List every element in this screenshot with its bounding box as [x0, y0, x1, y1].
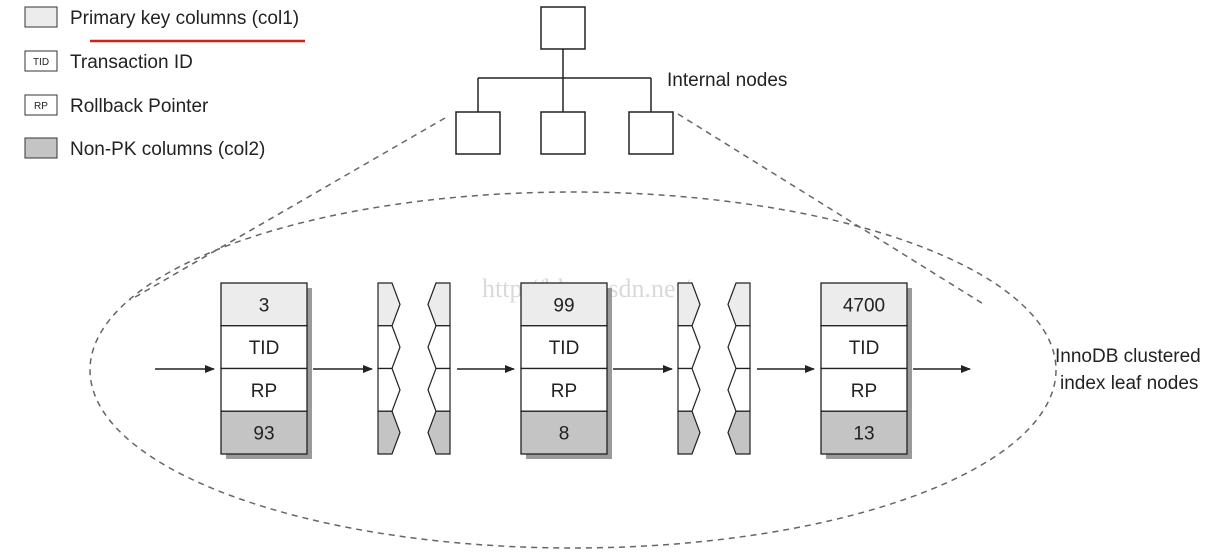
leaf-nodes-label-line2: index leaf nodes: [1060, 373, 1198, 394]
legend-rp-abbr: RP: [34, 101, 48, 112]
page-fragment-cell: [677, 325, 701, 370]
leaf-cell-tid: [820, 325, 908, 370]
page-fragment-cell: [727, 367, 751, 412]
leaf-cell-tid: [220, 325, 308, 370]
leaf-cell-col2: [820, 410, 908, 455]
legend-pk-label: Primary key columns (col1): [70, 8, 299, 29]
page-fragment-cell: [727, 282, 751, 327]
zoom-outline: [89, 113, 1057, 549]
zoom-line-left: [129, 117, 446, 301]
page-fragment-cell: [377, 282, 401, 327]
page-fragment-cell: [427, 367, 451, 412]
internal-nodes-label: Internal nodes: [667, 70, 787, 91]
leaf-cell-col2: [220, 410, 308, 455]
legend-tid-label: Transaction ID: [70, 52, 193, 73]
internal-node: [540, 111, 586, 155]
leaf-cell-rp: [520, 367, 608, 412]
leaf-cell-tid-text: TID: [549, 338, 580, 359]
page-fragment-cell: [377, 325, 401, 370]
leaf-level-ellipse: [89, 191, 1057, 549]
leaf-cell-rp-text: RP: [851, 381, 877, 402]
page-fragment-cell: [377, 410, 401, 455]
page-fragment-cell: [727, 325, 751, 370]
leaf-cell-rp: [820, 367, 908, 412]
legend-rp-swatch: [24, 94, 58, 116]
page-fragment-cell: [427, 410, 451, 455]
root-node: [540, 6, 586, 50]
legend-rp-label: Rollback Pointer: [70, 96, 209, 117]
page-fragment: [427, 282, 451, 455]
leaf-cell-col2-text: 8: [559, 424, 570, 445]
leaf-cell-col2: [520, 410, 608, 455]
leaf-cell-col2-text: 93: [253, 424, 274, 445]
page-fragment-cell: [677, 282, 701, 327]
leaf-cell-rp-text: RP: [551, 381, 577, 402]
leaf-cell-rp-text: RP: [251, 381, 277, 402]
page-fragment-cell: [677, 367, 701, 412]
leaf-cell-pk-text: 4700: [843, 295, 885, 316]
leaf-cell-tid: [520, 325, 608, 370]
legend: Primary key columns (col1) TID Transacti…: [24, 6, 305, 160]
legend-nonpk-label: Non-PK columns (col2): [70, 139, 265, 160]
page-fragment-cell: [377, 367, 401, 412]
leaf-nodes-label-line1: InnoDB clustered: [1055, 346, 1201, 367]
legend-nonpk-swatch: [24, 137, 58, 159]
internal-node: [628, 111, 674, 155]
leaf-cell-tid-text: TID: [849, 338, 880, 359]
leaf-cell-pk: [820, 282, 908, 327]
legend-tid-swatch: [24, 50, 58, 72]
page-fragment-cell: [677, 410, 701, 455]
internal-node: [455, 111, 501, 155]
page-fragment-cell: [727, 410, 751, 455]
internal-nodes-tree: [455, 6, 674, 155]
leaf-cell-pk-text: 3: [259, 295, 270, 316]
page-fragment: [677, 282, 701, 455]
page-fragment-cell: [427, 282, 451, 327]
legend-pk-swatch: [24, 6, 58, 28]
zoom-line-right: [677, 113, 986, 306]
leaf-cell-tid-text: TID: [249, 338, 280, 359]
legend-tid-abbr: TID: [33, 57, 49, 68]
page-fragment: [727, 282, 751, 455]
page-fragment-cell: [427, 325, 451, 370]
page-break-markers: [377, 282, 751, 455]
page-fragment: [377, 282, 401, 455]
leaf-cell-pk-text: 99: [553, 295, 574, 316]
leaf-cell-col2-text: 13: [853, 424, 874, 445]
